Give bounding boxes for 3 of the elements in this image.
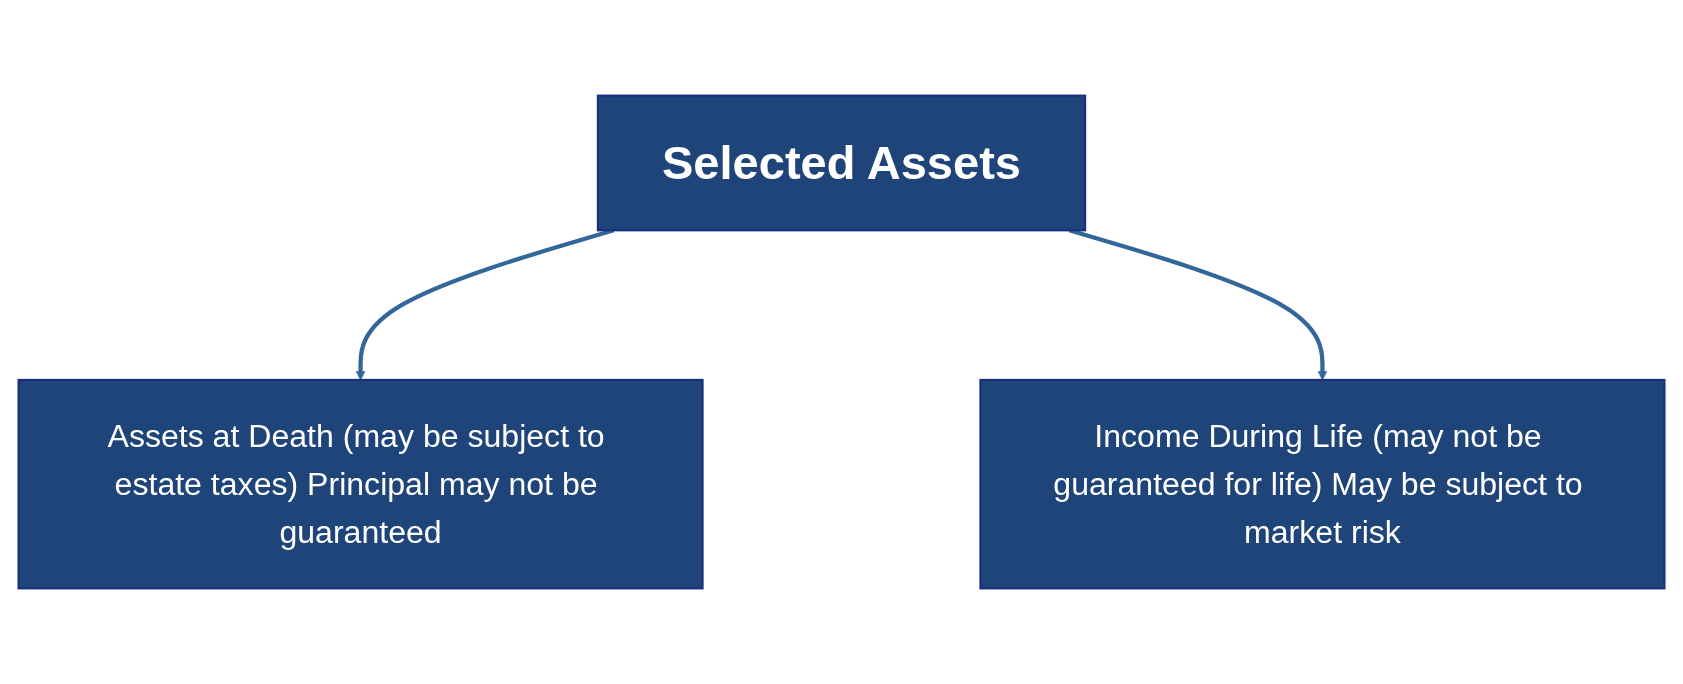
node-box: Assets at Death (may be subject to estate taxes) Principal may not be guaranteed [17, 378, 704, 590]
node-box: Income During Life (may not be guaranteed for life) May be subject to market risk [979, 378, 1666, 590]
node-box: Selected Assets [596, 94, 1087, 232]
